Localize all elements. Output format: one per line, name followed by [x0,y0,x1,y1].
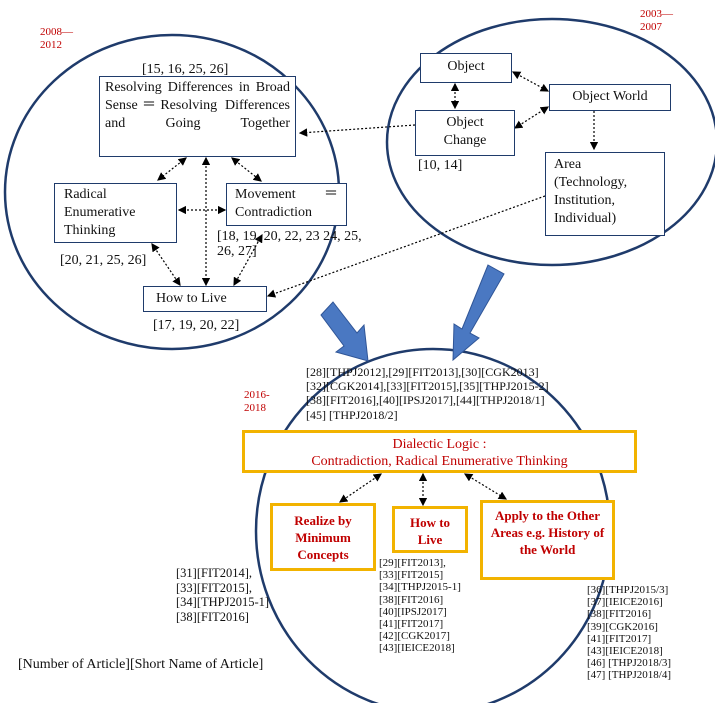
object-world-box: Object World [549,84,671,111]
area-box: Area (Technology, Institution, Individua… [545,152,665,236]
how-to-live-box-bottom: How to Live [392,506,468,553]
link-movement-howtolive [233,233,263,287]
link-objectchange-resolving [298,124,416,137]
resolving-differences-box: Resolving Differences in Broad Sense＝Res… [99,76,296,157]
movement-refs: [18, 19, 20, 22, 23 24, 25, 26, 27] [217,229,362,259]
apply-refs: [36][THPJ2015/3] [37][IEICE2016] [38][FI… [587,584,672,682]
radical-enumerative-box: Radical Enumerative Thinking [54,183,177,243]
year-label-2008-2012: 2008— 2012 [40,26,73,51]
object-change-refs: [10, 14] [418,158,463,173]
resolving-refs: [15, 16, 25, 26] [142,62,229,77]
realize-minimum-concepts-box: Realize by Minimum Concepts [270,503,376,571]
dialectic-logic-subtitle: Contradiction, Radical Enumerative Think… [311,454,568,469]
apply-other-areas-box: Apply to the Other Areas e.g. History of… [480,500,615,580]
link-object-objectworld [511,71,550,92]
dialectic-top-refs: [28][THPJ2012],[29][FIT2013],[30][CGK201… [306,365,549,422]
dialectic-logic-title: Dialectic Logic : [392,437,487,452]
link-resolving-movement [231,157,262,182]
link-dialectic-realize [339,473,382,503]
how-to-live-refs-left: [17, 19, 20, 22] [153,318,240,333]
year-label-2003-2007: 2003— 2007 [640,8,673,33]
movement-contradiction-box: Movement ＝ Contradiction [226,183,347,226]
big-arrow-left [320,301,369,362]
object-change-box: Object Change [415,110,515,156]
year-label-2016-2018: 2016- 2018 [244,389,270,414]
radical-refs: [20, 21, 25, 26] [60,253,147,268]
link-objectchange-objectworld [513,106,550,129]
link-area-howtolive [266,195,546,298]
link-dialectic-apply [463,473,508,500]
link-resolving-radical [157,157,187,181]
link-radical-howtolive [151,243,181,286]
big-arrow-right [452,264,505,362]
how-to-live-box-left: How to Live [143,286,267,312]
object-box: Object [420,53,512,83]
realize-refs: [31][FIT2014], [33][FIT2015], [34][THPJ2… [176,566,270,624]
dialectic-logic-box: Dialectic Logic : Contradiction, Radical… [242,430,637,473]
how-to-live-refs-bottom: [29][FIT2013], [33][FIT2015] [34][THPJ20… [379,557,461,655]
circle-2003-2007 [385,17,715,267]
footnote: [Number of Article][Short Name of Articl… [18,657,264,672]
